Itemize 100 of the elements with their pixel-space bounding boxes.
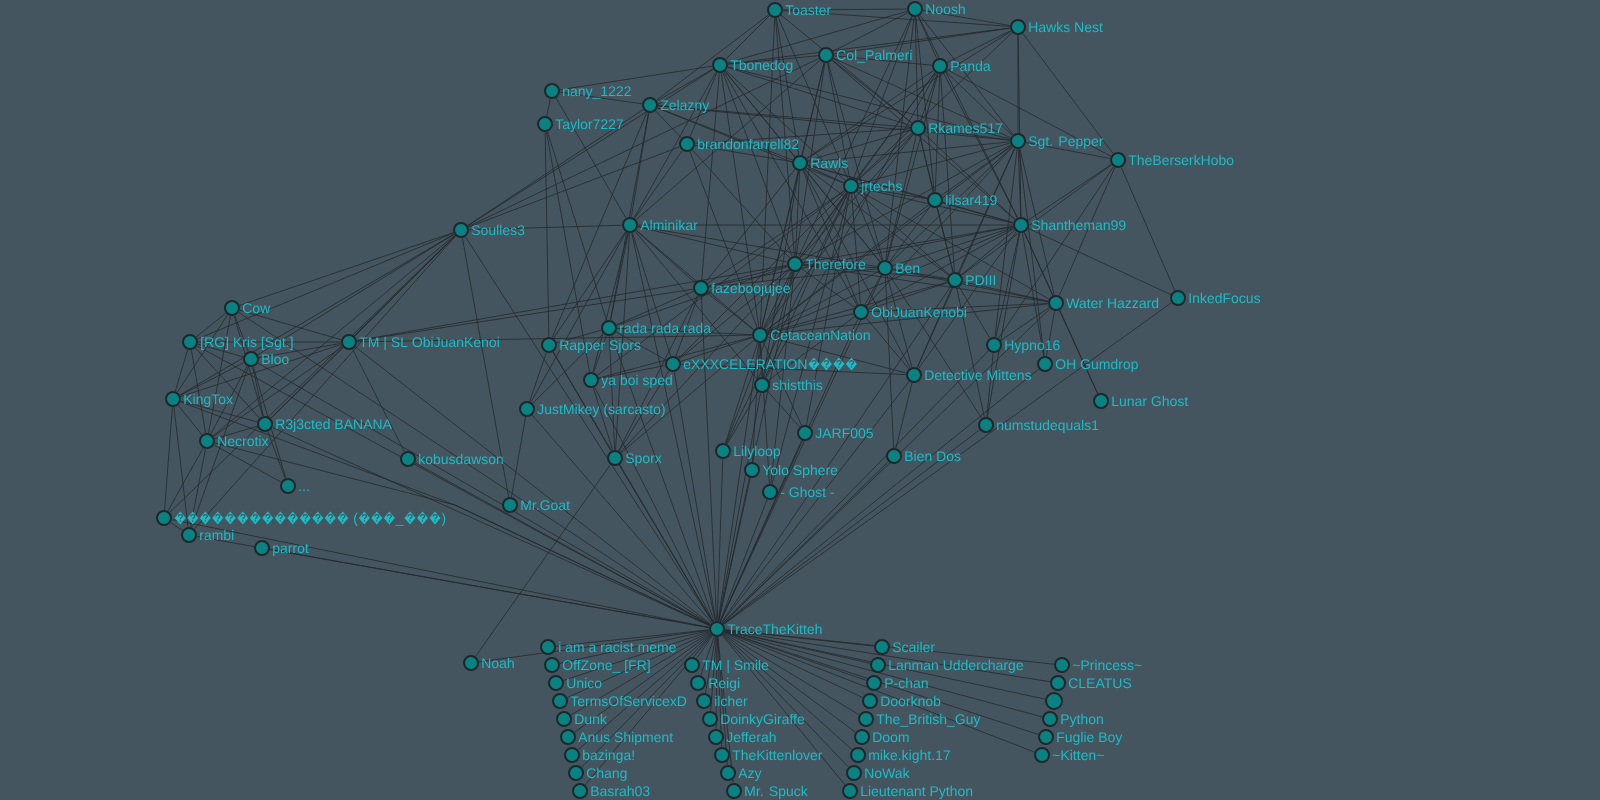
connector-line bbox=[551, 112, 648, 338]
connector-line bbox=[767, 313, 854, 334]
connector-line bbox=[694, 144, 793, 163]
username-label: ilcher bbox=[715, 695, 748, 707]
connector-line bbox=[212, 234, 456, 437]
connector-line bbox=[720, 72, 760, 328]
connector-line bbox=[597, 190, 845, 376]
connector-line bbox=[958, 286, 991, 339]
connector-line bbox=[615, 331, 667, 361]
connector-line bbox=[1120, 167, 1176, 291]
connector-line bbox=[889, 206, 931, 262]
username-label: Anus Shipment bbox=[578, 731, 673, 745]
connector-line bbox=[726, 193, 848, 444]
connector-line bbox=[707, 190, 845, 284]
connector-line bbox=[721, 381, 910, 623]
username-label: TM | Smile bbox=[702, 659, 769, 673]
connector-line bbox=[1017, 34, 1022, 218]
connector-line bbox=[618, 370, 670, 452]
connector-line bbox=[637, 225, 878, 268]
connector-line bbox=[986, 352, 994, 418]
connector-line bbox=[727, 10, 908, 64]
username-label: Sporx bbox=[625, 453, 662, 466]
connector-line bbox=[692, 149, 790, 259]
connector-line bbox=[610, 232, 629, 321]
connector-line bbox=[1028, 228, 1171, 295]
connector-line bbox=[197, 343, 244, 358]
connector-line bbox=[634, 230, 758, 380]
username-label: TheBerserkHobo bbox=[1128, 154, 1234, 166]
connector-line bbox=[925, 128, 1011, 141]
connector-line bbox=[701, 295, 718, 622]
connector-line bbox=[164, 406, 173, 511]
connector-line bbox=[468, 58, 819, 227]
username-label: Detective Mittens bbox=[925, 369, 1032, 381]
connector-line bbox=[857, 189, 1050, 300]
connector-line bbox=[680, 364, 907, 376]
connector-line bbox=[806, 30, 1012, 160]
connector-line bbox=[799, 192, 847, 258]
connector-line bbox=[270, 347, 344, 419]
connector-line bbox=[257, 233, 455, 356]
username-label: shistthis bbox=[772, 379, 823, 391]
connector-line bbox=[800, 133, 913, 259]
connector-line bbox=[961, 164, 1112, 276]
connector-line bbox=[594, 386, 714, 623]
connector-line bbox=[675, 295, 699, 357]
connector-line bbox=[918, 231, 1017, 369]
connector-line bbox=[196, 536, 710, 628]
connector-line bbox=[941, 145, 1012, 196]
connector-line bbox=[173, 406, 189, 528]
connector-line bbox=[994, 148, 1018, 338]
username-label: Tbonedog bbox=[730, 59, 793, 73]
connector-line bbox=[1018, 148, 1045, 357]
username-label: Col_Palmeri bbox=[836, 49, 912, 63]
connector-line bbox=[195, 347, 260, 419]
connector-line bbox=[765, 72, 937, 379]
connector-line bbox=[864, 274, 882, 306]
username-label: lilsar419 bbox=[946, 194, 997, 206]
username-label: Noosh bbox=[926, 3, 965, 15]
connector-line bbox=[655, 110, 682, 139]
connector-line bbox=[234, 315, 249, 352]
connector-line bbox=[673, 371, 717, 622]
connector-line bbox=[807, 129, 911, 162]
connector-line bbox=[177, 314, 228, 393]
connector-line bbox=[923, 133, 1016, 220]
connector-line bbox=[233, 315, 264, 417]
connector-line bbox=[567, 632, 710, 698]
connector-line bbox=[529, 352, 547, 402]
username-label: ~Kitten~ bbox=[1052, 749, 1104, 761]
connector-line bbox=[717, 636, 734, 784]
connector-line bbox=[635, 59, 821, 221]
username-label: OH Gumdrop bbox=[1055, 358, 1138, 372]
connector-line bbox=[775, 17, 800, 156]
username-label: bazinga! bbox=[583, 749, 634, 763]
connector-line bbox=[767, 390, 800, 428]
connector-line bbox=[727, 27, 1011, 65]
connector-line bbox=[803, 169, 911, 369]
connector-line bbox=[775, 17, 795, 257]
connector-line bbox=[559, 91, 643, 105]
connector-line bbox=[210, 365, 248, 435]
connector-line bbox=[920, 73, 938, 121]
username-label: ObiJuanKenobi bbox=[871, 306, 966, 318]
username-label: InkedFocus bbox=[1189, 292, 1261, 304]
username-label: brandonfarrell82 bbox=[698, 138, 799, 150]
username-label: Mr.Goat bbox=[521, 500, 570, 511]
connector-line bbox=[179, 362, 245, 396]
connector-line bbox=[727, 67, 911, 126]
username-label: Hypno16 bbox=[1005, 340, 1060, 353]
connector-line bbox=[752, 342, 760, 463]
connector-line bbox=[657, 107, 793, 161]
connector-line bbox=[915, 16, 935, 193]
connector-line bbox=[678, 268, 790, 360]
connector-line bbox=[355, 346, 711, 625]
username-label: _ bbox=[395, 524, 404, 526]
connector-line bbox=[724, 631, 1035, 753]
connector-line bbox=[766, 204, 929, 331]
connector-line bbox=[1019, 148, 1055, 296]
username-label: Dunk bbox=[575, 713, 607, 725]
username-label: Necrotix bbox=[218, 435, 269, 447]
connector-line bbox=[252, 366, 264, 417]
connector-line bbox=[708, 268, 878, 288]
connector-line bbox=[1025, 142, 1111, 159]
